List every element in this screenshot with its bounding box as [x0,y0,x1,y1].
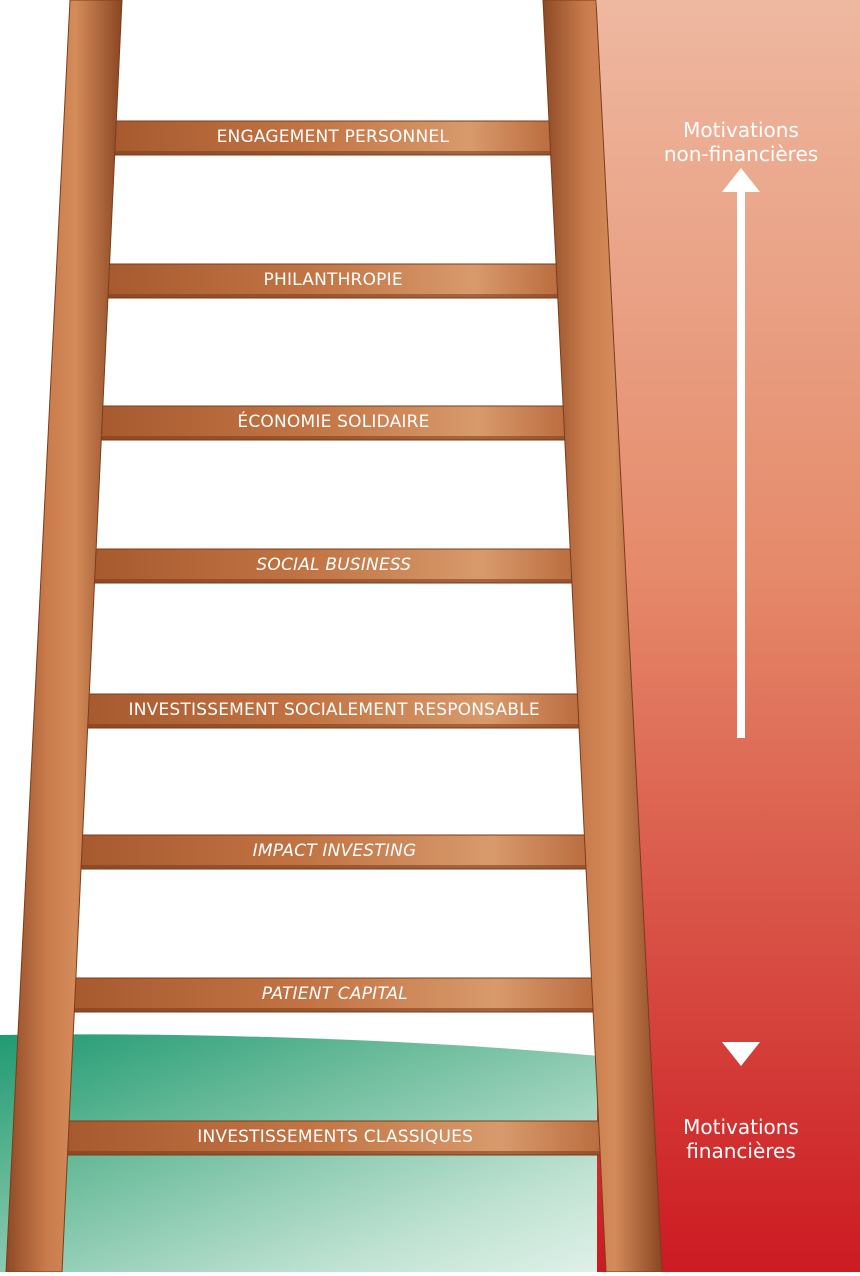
rung-shadow [105,151,561,155]
rung-shadow [92,436,575,440]
bottom-label-line1: Motivations [683,1115,799,1139]
top-motivation-label: Motivations non-financières [631,118,851,166]
rung-label: ENGAGEMENT PERSONNEL [216,127,450,147]
ladder-rung [77,693,591,729]
rung-label: IMPACT INVESTING [252,841,417,861]
bottom-label-line2: financières [686,1139,796,1163]
rung-shadow [98,294,568,298]
ladder-rung [104,120,561,156]
top-label-line1: Motivations [683,118,799,142]
ladder-rung [71,834,598,870]
rung-label: PHILANTHROPIE [263,270,403,290]
rung-shadow [78,724,590,728]
bottom-motivation-label: Motivations financières [631,1115,851,1163]
rung-label: INVESTISSEMENT SOCIALEMENT RESPONSABLE [128,700,540,720]
rung-label: PATIENT CAPITAL [261,984,408,1004]
rung-label: SOCIAL BUSINESS [256,555,412,575]
rung-label: ÉCONOMIE SOLIDAIRE [237,412,430,432]
rung-shadow [71,865,598,869]
double-arrow-icon [722,168,760,1066]
top-label-line2: non-financières [663,142,819,166]
ladder-rung [64,977,606,1013]
rung-shadow [65,1008,605,1012]
ladder-rungs [57,120,613,1156]
rung-label: INVESTISSEMENTS CLASSIQUES [197,1127,474,1147]
rung-shadow [58,1151,613,1155]
rung-shadow [85,579,583,583]
